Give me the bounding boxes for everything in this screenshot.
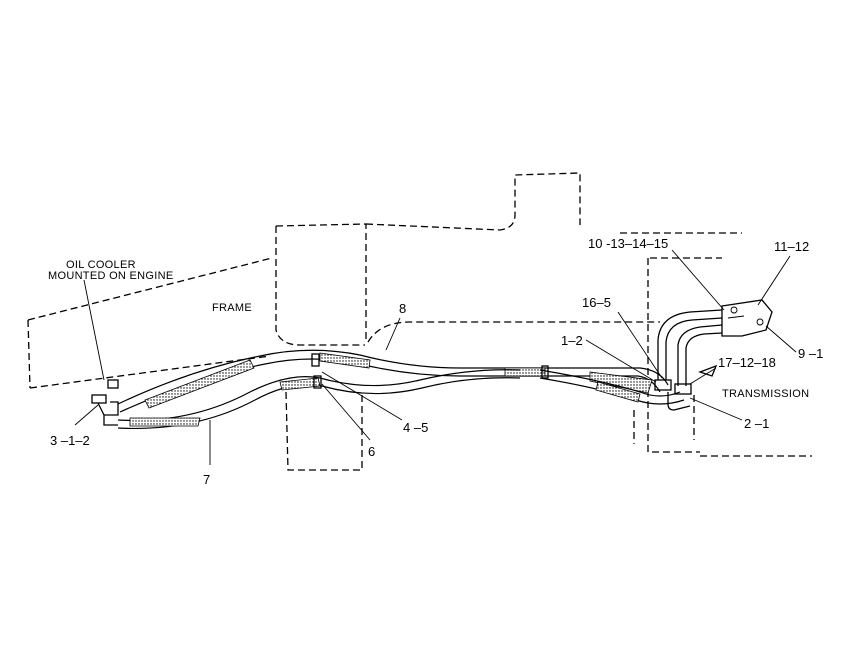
callout-16-5: 16–5: [582, 295, 611, 310]
transmission-label: TRANSMISSION: [722, 388, 809, 400]
transmission-tubes: [657, 309, 723, 386]
callout-9-1: 9 –1: [798, 346, 823, 361]
callout-2-1: 2 –1: [744, 416, 769, 431]
frame-label: FRAME: [212, 302, 252, 314]
callout-7: 7: [203, 472, 210, 487]
mounting-bracket: [721, 299, 773, 337]
callout-10-13-14-15: 10 -13–14–15: [588, 236, 668, 251]
callout-8: 8: [399, 301, 406, 316]
oil-cooler-fitting: [91, 379, 119, 426]
cooler-hose-lower: [117, 369, 685, 430]
callout-11-12: 11–12: [774, 239, 809, 254]
callout-3-1-2: 3 –1–2: [50, 433, 90, 448]
cooler-hose-upper: [117, 349, 669, 413]
oil-cooler-label: OIL COOLER: [66, 259, 136, 271]
callout-17-12-18: 17–12–18: [718, 355, 776, 370]
callout-1-2: 1–2: [561, 333, 583, 348]
transmission-fittings: [654, 379, 692, 411]
oil-cooler-label-line2: MOUNTED ON ENGINE: [48, 270, 174, 282]
transmission-housing-outline: [620, 232, 812, 457]
callout-4-5: 4 –5: [403, 420, 428, 435]
hose-clamp-middle: [311, 353, 549, 389]
frame-rail-outline: [27, 257, 273, 389]
callout-6: 6: [368, 444, 375, 459]
leader-lines: [74, 249, 797, 465]
engine-block-outline: [275, 172, 660, 471]
